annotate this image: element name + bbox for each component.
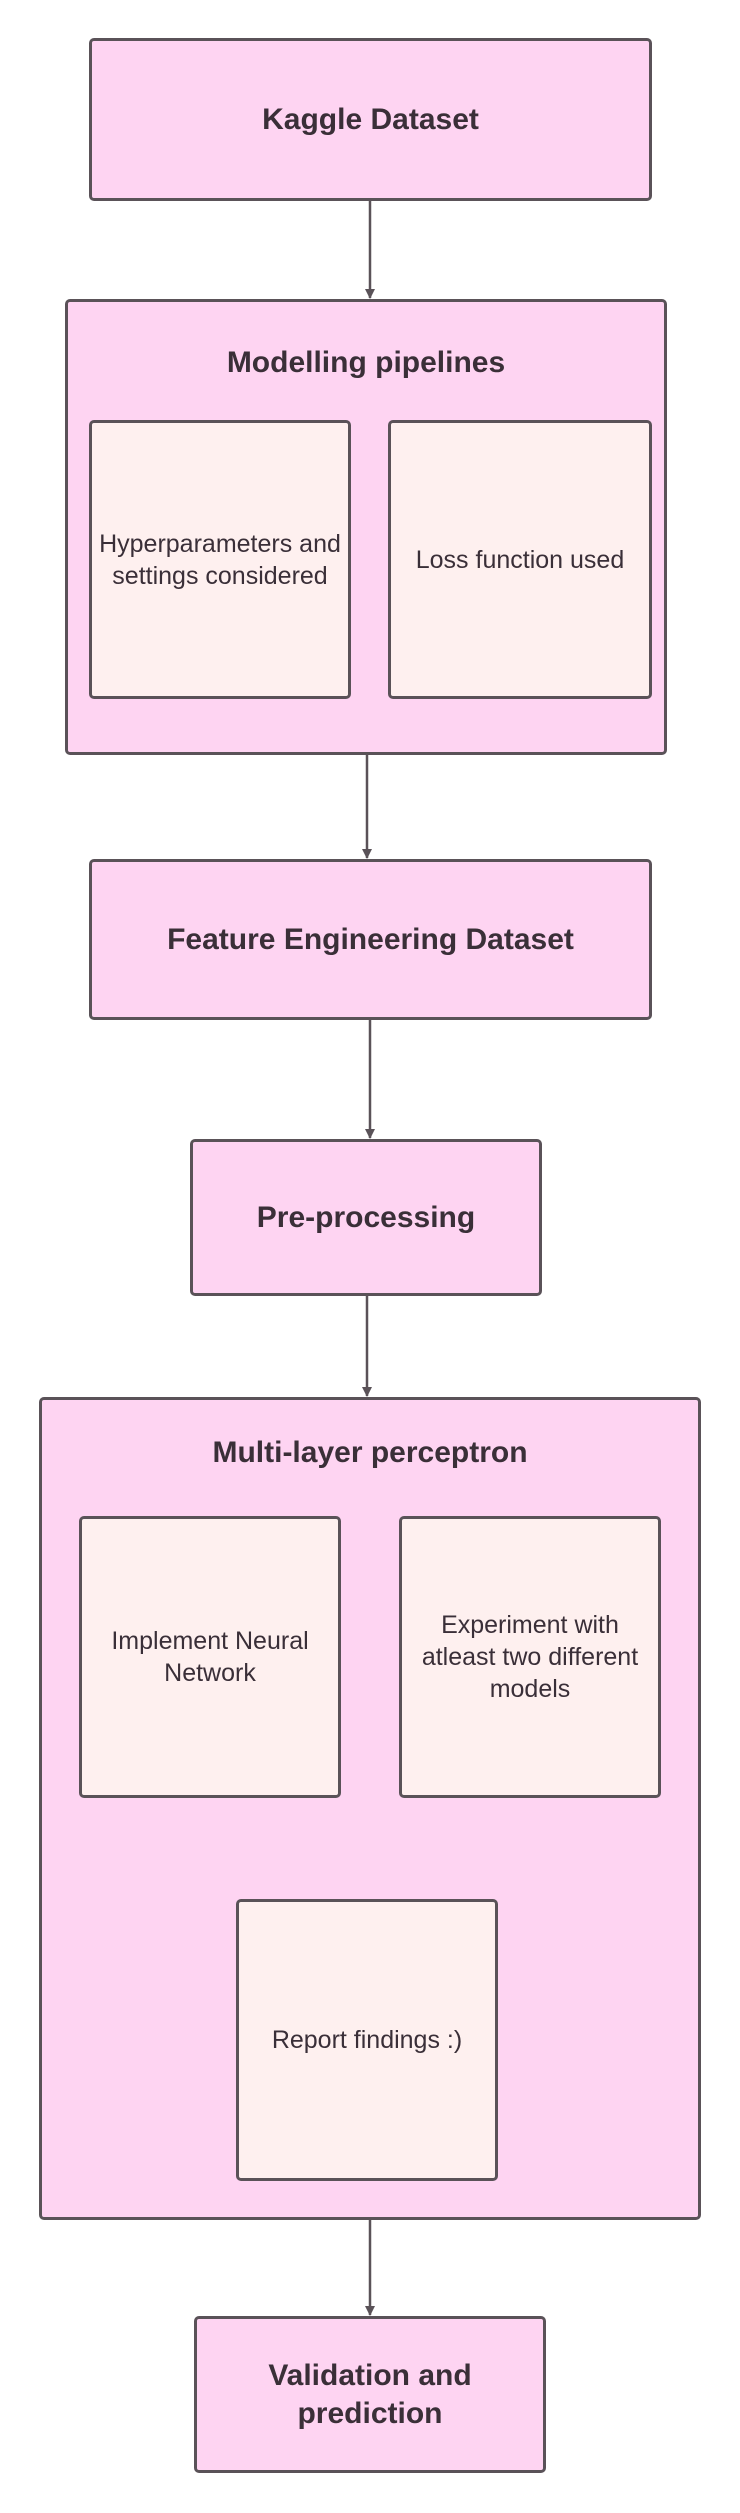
node-experiment-models-label: Experiment with atleast two different mo… (421, 1611, 639, 1703)
node-validation-and-prediction: Validation and prediction (194, 2316, 546, 2473)
node-validation-and-prediction-label: Validation and prediction (268, 2358, 472, 2430)
node-hyperparameters-label: Hyperparameters and settings considered (99, 529, 341, 590)
node-hyperparameters: Hyperparameters and settings considered (89, 420, 351, 699)
node-pre-processing-label: Pre-processing (256, 1200, 476, 1234)
node-report-findings: Report findings :) (236, 1899, 498, 2181)
node-feature-engineering-dataset: Feature Engineering Dataset (89, 859, 652, 1020)
node-feature-engineering-dataset-label: Feature Engineering Dataset (167, 922, 574, 956)
node-kaggle-dataset: Kaggle Dataset (89, 38, 652, 201)
node-implement-neural-network-label: Implement Neural Network (111, 1627, 309, 1687)
node-implement-neural-network: Implement Neural Network (79, 1516, 341, 1798)
node-kaggle-dataset-label: Kaggle Dataset (262, 102, 479, 136)
node-loss-function: Loss function used (388, 420, 652, 699)
node-report-findings-label: Report findings :) (271, 2026, 463, 2054)
container-multi-layer-perceptron-title: Multi-layer perceptron (212, 1436, 528, 1469)
node-experiment-models: Experiment with atleast two different mo… (399, 1516, 661, 1798)
container-modelling-pipelines-title: Modelling pipelines (226, 346, 506, 379)
node-loss-function-label: Loss function used (415, 545, 625, 574)
node-pre-processing: Pre-processing (190, 1139, 542, 1296)
